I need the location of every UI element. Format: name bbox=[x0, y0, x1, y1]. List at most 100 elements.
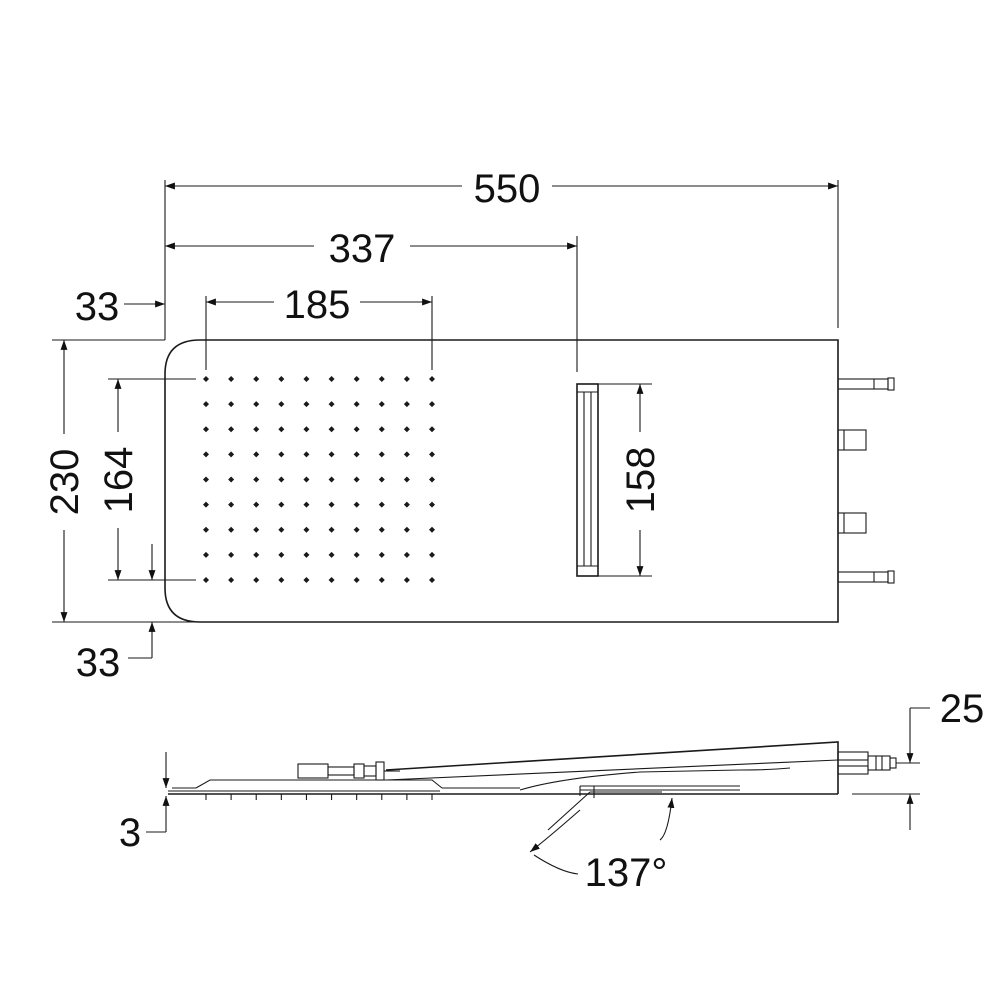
nozzle bbox=[328, 526, 335, 533]
nozzle bbox=[278, 401, 285, 408]
nozzle bbox=[403, 426, 410, 433]
nozzle bbox=[403, 476, 410, 483]
nozzle bbox=[278, 476, 285, 483]
nozzle bbox=[328, 551, 335, 558]
nozzle bbox=[303, 426, 310, 433]
nozzle bbox=[353, 376, 360, 382]
nozzle-grid bbox=[203, 376, 435, 583]
nozzle bbox=[378, 426, 385, 433]
nozzle bbox=[228, 551, 235, 558]
nozzle bbox=[253, 551, 260, 558]
nozzle bbox=[328, 376, 335, 382]
dim-outlet-angle: 137° bbox=[585, 851, 668, 895]
nozzle bbox=[253, 451, 260, 458]
nozzle bbox=[429, 526, 435, 533]
nozzle bbox=[278, 451, 285, 458]
nozzle bbox=[353, 577, 360, 583]
dim-plate-thickness: 3 bbox=[119, 811, 141, 855]
nozzle bbox=[228, 401, 235, 408]
nozzle bbox=[203, 376, 209, 382]
nozzle bbox=[403, 376, 410, 382]
nozzle bbox=[328, 426, 335, 433]
dimension-nozzle-field-width: 185 bbox=[205, 283, 433, 370]
nozzle bbox=[278, 376, 285, 382]
nozzle bbox=[253, 501, 260, 508]
nozzle bbox=[328, 501, 335, 508]
nozzle bbox=[253, 401, 260, 408]
nozzle bbox=[228, 426, 235, 433]
top-view: 550 337 185 33 230 bbox=[43, 167, 895, 685]
nozzle bbox=[253, 526, 260, 533]
nozzle bbox=[328, 577, 335, 583]
dimension-overall-length: 550 bbox=[164, 167, 839, 340]
dim-nozzle-field-height: 164 bbox=[97, 447, 141, 514]
nozzle bbox=[203, 526, 209, 533]
nozzle bbox=[303, 376, 310, 382]
nozzle bbox=[253, 376, 260, 382]
nozzle bbox=[378, 401, 385, 408]
dimension-plate-thickness: 3 bbox=[119, 752, 170, 855]
nozzle bbox=[203, 401, 209, 408]
dimension-overall-height: 230 bbox=[43, 339, 200, 623]
dimension-outlet-position: 337 bbox=[165, 227, 578, 372]
nozzle bbox=[203, 451, 209, 458]
nozzle bbox=[403, 451, 410, 458]
nozzle bbox=[303, 476, 310, 483]
nozzle bbox=[403, 526, 410, 533]
dimension-inlet-height: 25 bbox=[852, 687, 984, 830]
nozzle bbox=[278, 426, 285, 433]
dim-edge-offset-top: 33 bbox=[75, 285, 120, 329]
dim-overall-height: 230 bbox=[43, 449, 87, 516]
nozzle bbox=[328, 476, 335, 483]
nozzle bbox=[353, 401, 360, 408]
nozzle bbox=[278, 551, 285, 558]
dimension-outlet-angle: 137° bbox=[529, 791, 675, 895]
nozzle bbox=[378, 526, 385, 533]
dim-outlet-height: 158 bbox=[619, 447, 663, 514]
nozzle bbox=[353, 526, 360, 533]
nozzle bbox=[278, 501, 285, 508]
nozzle bbox=[403, 551, 410, 558]
nozzle bbox=[403, 401, 410, 408]
nozzle bbox=[353, 501, 360, 508]
nozzle bbox=[228, 501, 235, 508]
dimension-edge-offset-top: 33 bbox=[75, 285, 165, 329]
dim-edge-offset-bottom: 33 bbox=[76, 641, 121, 685]
nozzle bbox=[403, 577, 410, 583]
dim-overall-length: 550 bbox=[474, 167, 541, 211]
nozzle bbox=[378, 551, 385, 558]
nozzle bbox=[429, 426, 435, 433]
nozzle bbox=[429, 501, 435, 508]
nozzle bbox=[378, 376, 385, 382]
nozzle bbox=[228, 526, 235, 533]
dimension-edge-offset-bottom: 33 bbox=[76, 544, 156, 685]
nozzle bbox=[303, 577, 310, 583]
shower-plate-outline bbox=[164, 339, 839, 623]
nozzle-drops bbox=[205, 794, 433, 800]
nozzle bbox=[303, 526, 310, 533]
nozzle bbox=[228, 451, 235, 458]
nozzle bbox=[253, 577, 260, 583]
nozzle bbox=[378, 476, 385, 483]
nozzle bbox=[203, 501, 209, 508]
nozzle bbox=[203, 476, 209, 483]
nozzle bbox=[303, 401, 310, 408]
nozzle bbox=[203, 426, 209, 433]
nozzle bbox=[353, 451, 360, 458]
side-view: 3 25 137° bbox=[119, 687, 984, 895]
nozzle bbox=[278, 526, 285, 533]
nozzle bbox=[353, 551, 360, 558]
dimension-outlet-height: 158 bbox=[598, 383, 663, 577]
nozzle bbox=[429, 401, 435, 408]
nozzle bbox=[253, 426, 260, 433]
nozzle bbox=[203, 577, 209, 583]
nozzle bbox=[228, 376, 235, 382]
nozzle bbox=[378, 501, 385, 508]
nozzle bbox=[203, 551, 209, 558]
nozzle bbox=[303, 451, 310, 458]
nozzle bbox=[429, 451, 435, 458]
nozzle bbox=[228, 476, 235, 483]
nozzle bbox=[253, 476, 260, 483]
nozzle bbox=[228, 577, 235, 583]
